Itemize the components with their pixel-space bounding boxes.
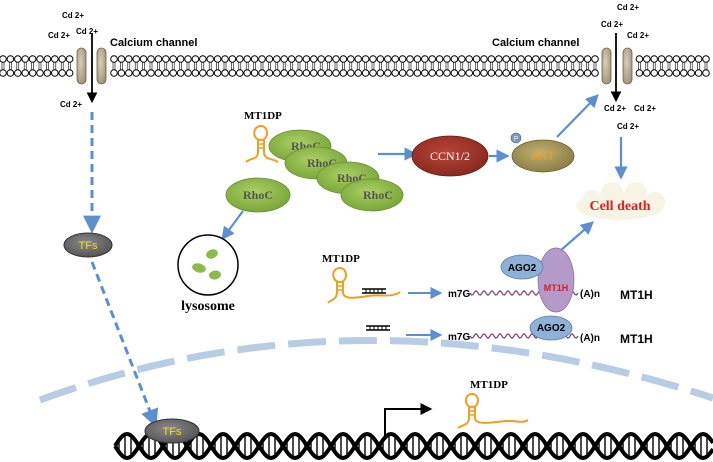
cd-ion-label: Cd 2+ bbox=[60, 100, 82, 109]
mt1dp-rna-nucleus bbox=[457, 393, 529, 429]
rhoc-cluster: RhoC RhoC RhoC RhoC bbox=[268, 129, 404, 212]
ago2-protein-top bbox=[500, 254, 544, 280]
arrow-rhoc-to-lysosome bbox=[221, 210, 244, 241]
mt1h-protein bbox=[537, 247, 575, 313]
mt1dp-rna-top bbox=[245, 125, 279, 163]
lysosome-label: lysosome bbox=[181, 299, 235, 314]
mt1h-protein-label: MT1H bbox=[544, 283, 569, 293]
cd-ion-label: Cd 2+ bbox=[76, 27, 98, 36]
tfs-cytoplasm: TFs bbox=[63, 232, 113, 258]
cd-ion-label: Cd 2+ bbox=[627, 31, 649, 40]
tfs-label: TFs bbox=[163, 426, 182, 438]
mt1h-gene-label: MT1H bbox=[620, 288, 653, 302]
calcium-channel-label-left: Calcium channel bbox=[110, 37, 197, 49]
mt1dp-label: MT1DP bbox=[470, 379, 508, 391]
polya-label: (A)n bbox=[580, 289, 600, 300]
calcium-channel-left bbox=[76, 47, 107, 85]
mt1dp-rna-mid bbox=[327, 267, 401, 304]
calcium-channel-label-right: Calcium channel bbox=[492, 37, 579, 49]
akt-label: AKT bbox=[531, 149, 555, 163]
ago2-mt1h-complex: AGO2 MT1H bbox=[500, 247, 575, 313]
cap-label: m7G bbox=[448, 332, 470, 343]
ccn-node: CCN1/2 bbox=[411, 135, 489, 177]
mirna-duplex-bottom bbox=[366, 325, 390, 331]
ago2-label: AGO2 bbox=[508, 263, 537, 274]
cd-ion-label: Cd 2+ bbox=[634, 104, 656, 113]
calcium-channel-right bbox=[601, 47, 633, 85]
ccn-label: CCN1/2 bbox=[430, 149, 470, 163]
cd-ion-label: Cd 2+ bbox=[62, 11, 84, 20]
phosphate-label: P bbox=[514, 137, 518, 143]
cd-ion-label: Cd 2+ bbox=[617, 3, 639, 12]
phosphate-icon bbox=[510, 132, 522, 144]
cell-membrane bbox=[0, 55, 710, 77]
mt1dp-label: MT1DP bbox=[244, 110, 282, 122]
transcription-start-arrow bbox=[384, 403, 433, 440]
cell-death-cloud: Cell death bbox=[576, 182, 665, 220]
cell-death-label: Cell death bbox=[589, 199, 650, 214]
rhoc-label: RhoC bbox=[363, 188, 393, 202]
rhoc-label: RhoC bbox=[243, 188, 273, 202]
dashed-arrow-tfs-to-nucleus bbox=[90, 261, 159, 428]
cd-ion-label: Cd 2+ bbox=[604, 104, 626, 113]
rhoc-single: RhoC bbox=[225, 177, 291, 213]
ago2-protein-bottom: AGO2 bbox=[529, 315, 573, 341]
tfs-on-dna: TFs bbox=[144, 418, 200, 444]
cd-ion-label: Cd 2+ bbox=[48, 31, 70, 40]
arrow-akt-to-channel bbox=[556, 94, 599, 138]
mt1dp-label: MT1DP bbox=[322, 253, 360, 265]
dna-double-helix bbox=[113, 431, 713, 461]
mt1h-gene-label: MT1H bbox=[620, 332, 653, 346]
ago2-label: AGO2 bbox=[537, 323, 566, 334]
polya-label: (A)n bbox=[580, 333, 600, 344]
cd-ion-label: Cd 2+ bbox=[601, 20, 623, 29]
tfs-label: TFs bbox=[79, 240, 98, 252]
cap-label: m7G bbox=[448, 289, 470, 300]
cd-ion-label: Cd 2+ bbox=[617, 122, 639, 131]
lysosome bbox=[177, 234, 239, 296]
nuclear-membrane bbox=[38, 337, 713, 404]
akt-node: AKT P bbox=[510, 132, 575, 173]
mirna-duplex-mid bbox=[362, 288, 386, 294]
